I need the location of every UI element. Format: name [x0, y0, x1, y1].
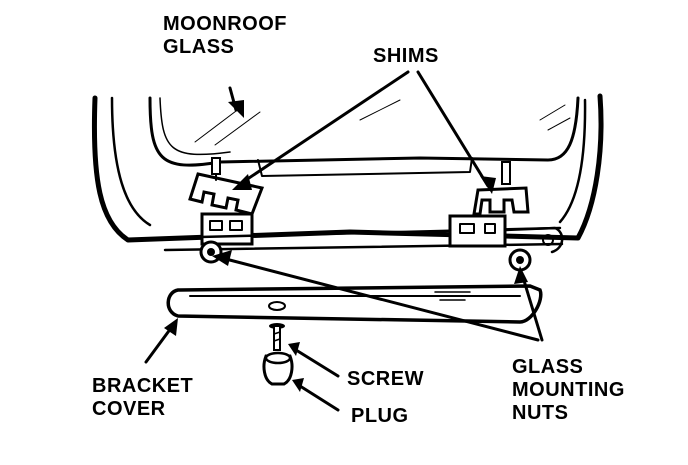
bracket-cover-label-line-1: BRACKET	[92, 375, 194, 397]
glass-mounting-nut-right	[508, 248, 532, 272]
moonroof-glass-label-line-1: MOONROOF	[163, 13, 287, 35]
glass-mounting-nuts-label-line-3: NUTS	[512, 402, 569, 424]
glass-mounting-nuts-label-line-2: MOUNTING	[512, 379, 625, 401]
shim-left	[188, 157, 265, 216]
screw-part	[269, 323, 285, 351]
glass-mounting-nuts-label-line-1: GLASS	[512, 356, 584, 378]
moonroof-glass-label: MOONROOF GLASS	[163, 13, 287, 59]
moonroof-glass-label-line-2: GLASS	[163, 36, 235, 58]
glass-mounting-nuts-label: GLASS MOUNTING NUTS	[512, 356, 625, 425]
leader-lines	[144, 70, 544, 412]
plug-part	[262, 351, 294, 386]
glass-mounting-bracket-right	[448, 214, 564, 254]
plug-label: PLUG	[351, 405, 409, 427]
bracket-cover-label: BRACKET COVER	[92, 375, 193, 421]
bracket-cover-label-line-2: COVER	[92, 398, 166, 420]
shims-label: SHIMS	[373, 45, 439, 67]
shim-right	[472, 161, 530, 216]
bracket-cover-part	[166, 284, 543, 324]
moonroof-glass-panel	[91, 93, 604, 243]
screw-label: SCREW	[347, 368, 424, 390]
